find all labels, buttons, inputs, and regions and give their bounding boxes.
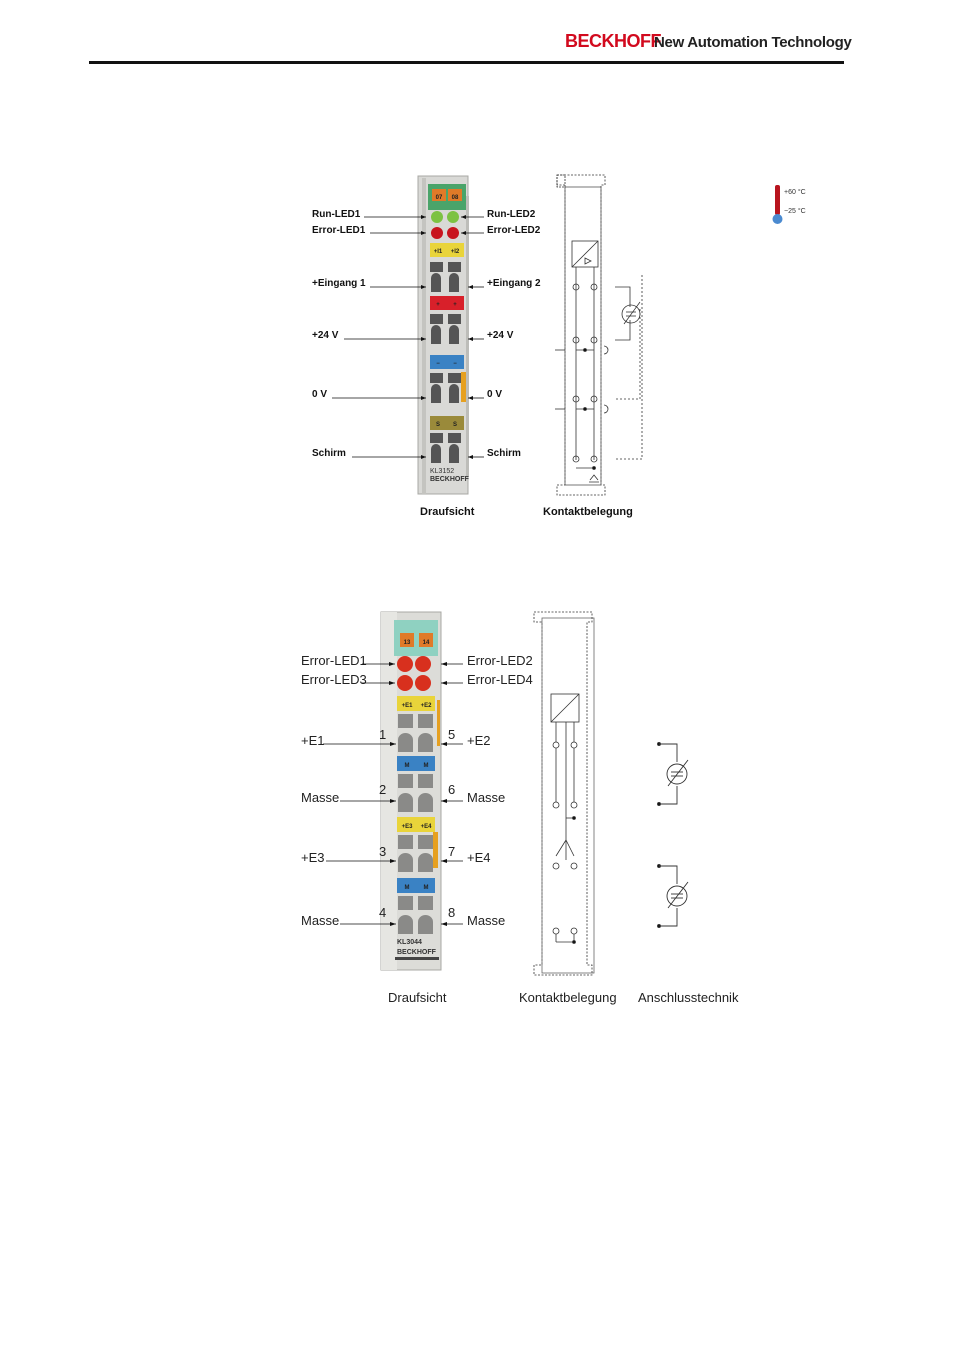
tab-label-13: 13: [404, 640, 411, 646]
figure-kl3152: 07 08 +I1 +I2 + + − − S S: [312, 174, 806, 518]
label-e2: +E2: [467, 733, 491, 748]
tab-label-08: 08: [452, 195, 459, 201]
svg-text:M: M: [405, 885, 410, 891]
label-error-led2: Error-LED2: [487, 225, 541, 236]
contact-diagram-kl3044: [533, 611, 595, 976]
label-24v-left: +24 V: [312, 330, 339, 341]
error-led3-icon: [397, 675, 413, 691]
label-masse-left-2: Masse: [301, 913, 339, 928]
left-callouts-kl3044: Error-LED1 Error-LED3 +E1 1 Masse 2 +E3 …: [301, 653, 396, 928]
svg-text:+E3: +E3: [402, 824, 414, 830]
label-run-led2: Run-LED2: [487, 209, 536, 220]
svg-text:+E4: +E4: [421, 824, 433, 830]
label-0v-left: 0 V: [312, 389, 327, 400]
svg-text:3: 3: [379, 844, 386, 859]
label-run-led1: Run-LED1: [312, 209, 361, 220]
header-rule: [89, 61, 844, 64]
label-error-led1: Error-LED1: [312, 225, 366, 236]
run-led2-icon: [447, 211, 459, 223]
terminal-body-kl3152: 07 08 +I1 +I2 + + − − S S: [417, 175, 470, 495]
right-callouts-kl3152: Run-LED2 Error-LED2 +Eingang 2 +24 V 0 V…: [461, 209, 541, 459]
brand-logo: BECKHOFF: [565, 31, 662, 51]
label-error-led2: Error-LED2: [467, 653, 533, 668]
svg-text:+E2: +E2: [421, 703, 433, 709]
tab-label-14: 14: [423, 640, 430, 646]
temp-high: +60 °C: [784, 188, 806, 196]
caption-draufsicht-2: Draufsicht: [388, 990, 447, 1005]
model-label-kl3044: KL3044: [397, 939, 422, 946]
label-error-led1: Error-LED1: [301, 653, 367, 668]
svg-text:M: M: [424, 763, 429, 769]
error-led2-icon: [447, 227, 459, 239]
error-led1-icon: [397, 656, 413, 672]
label-error-led3: Error-LED3: [301, 672, 367, 687]
svg-text:8: 8: [448, 905, 455, 920]
contact-diagram-kl3152: [555, 174, 643, 496]
tab-label-07: 07: [436, 195, 443, 201]
svg-text:4: 4: [379, 905, 386, 920]
connection-symbols-kl3044: [657, 742, 689, 928]
svg-text:+: +: [453, 302, 457, 308]
temp-low: −25 °C: [784, 207, 806, 215]
svg-text:5: 5: [448, 727, 455, 742]
svg-text:M: M: [424, 885, 429, 891]
svg-text:1: 1: [379, 727, 386, 742]
svg-text:−: −: [436, 361, 440, 367]
page-header: BECKHOFF New Automation Technology: [0, 0, 954, 70]
svg-text:+I2: +I2: [451, 249, 460, 255]
error-led2-icon: [415, 656, 431, 672]
brand-label-kl3044: BECKHOFF: [397, 949, 437, 956]
label-error-led4: Error-LED4: [467, 672, 533, 687]
svg-text:+E1: +E1: [402, 703, 414, 709]
error-led4-icon: [415, 675, 431, 691]
svg-text:S: S: [436, 422, 440, 428]
caption-kontaktbelegung-2: Kontaktbelegung: [519, 990, 617, 1005]
label-24v-right: +24 V: [487, 330, 514, 341]
left-callouts-kl3152: Run-LED1 Error-LED1 +Eingang 1 +24 V 0 V…: [312, 209, 426, 459]
error-led1-icon: [431, 227, 443, 239]
label-masse-right-1: Masse: [467, 790, 505, 805]
label-eingang2: +Eingang 2: [487, 278, 541, 289]
label-eingang1: +Eingang 1: [312, 278, 366, 289]
svg-text:M: M: [405, 763, 410, 769]
brand-tagline: New Automation Technology: [654, 34, 852, 51]
right-callouts-kl3044: Error-LED2 Error-LED4 +E2 5 Masse 6 +E4 …: [441, 653, 533, 928]
svg-text:2: 2: [379, 782, 386, 797]
label-schirm-left: Schirm: [312, 448, 346, 459]
label-masse-right-2: Masse: [467, 913, 505, 928]
caption-anschlusstechnik: Anschlusstechnik: [638, 990, 739, 1005]
svg-text:−: −: [453, 361, 457, 367]
figure-kl3044: 13 14 +E1 +E2 M M +E3 +E4 M M: [301, 611, 739, 1005]
caption-kontaktbelegung-1: Kontaktbelegung: [543, 506, 633, 518]
terminal-body-kl3044: 13 14 +E1 +E2 M M +E3 +E4 M M: [380, 611, 442, 971]
label-masse-left-1: Masse: [301, 790, 339, 805]
label-0v-right: 0 V: [487, 389, 502, 400]
svg-text:S: S: [453, 422, 457, 428]
run-led1-icon: [431, 211, 443, 223]
label-e3: +E3: [301, 850, 325, 865]
svg-text:+I1: +I1: [434, 249, 443, 255]
svg-text:6: 6: [448, 782, 455, 797]
svg-text:+: +: [436, 302, 440, 308]
label-e1: +E1: [301, 733, 325, 748]
label-e4: +E4: [467, 850, 491, 865]
model-label-kl3152: KL3152: [430, 468, 454, 475]
caption-draufsicht-1: Draufsicht: [420, 506, 475, 518]
thermometer-icon: +60 °C −25 °C: [772, 185, 806, 224]
label-schirm-right: Schirm: [487, 448, 521, 459]
brand-label-kl3152: BECKHOFF: [430, 476, 470, 483]
svg-text:7: 7: [448, 844, 455, 859]
